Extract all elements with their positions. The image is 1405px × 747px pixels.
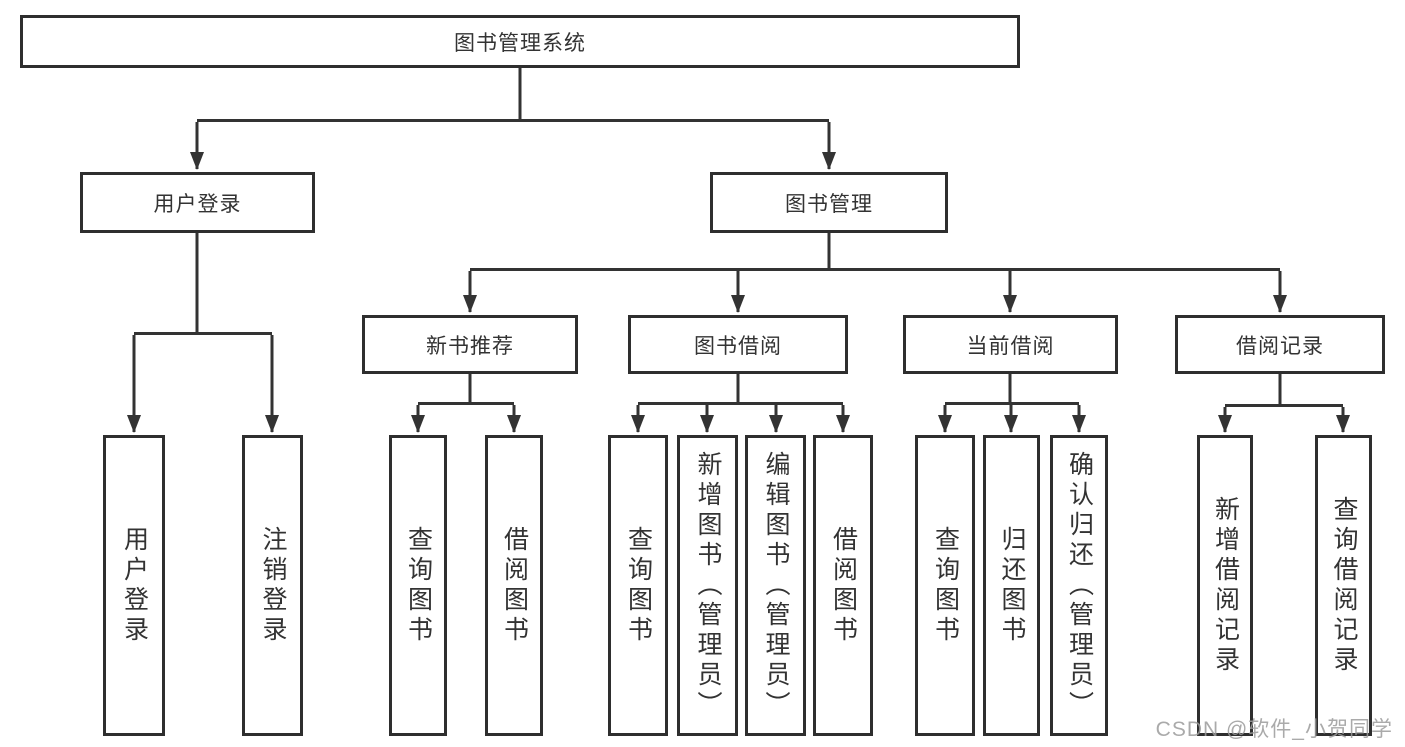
leaf-query-books-current-label: 查询图书 bbox=[931, 525, 960, 646]
leaf-add-books-admin-label: 新增图书（管理员） bbox=[694, 450, 722, 721]
node-user-login-label: 用户登录 bbox=[153, 192, 242, 216]
leaf-edit-books-admin-label: 编辑图书（管理员） bbox=[762, 450, 790, 721]
node-library-system: 图书管理系统 bbox=[20, 15, 1020, 68]
leaf-logout: 注销登录 bbox=[242, 435, 303, 736]
leaf-query-books-borrow-label: 查询图书 bbox=[624, 525, 653, 646]
node-book-borrow-label: 图书借阅 bbox=[694, 334, 782, 358]
leaf-borrow-books-label: 借阅图书 bbox=[829, 525, 858, 646]
node-user-login: 用户登录 bbox=[80, 172, 315, 233]
leaf-add-borrow-record-label: 新增借阅记录 bbox=[1211, 495, 1240, 676]
node-book-management: 图书管理 bbox=[710, 172, 948, 233]
leaf-add-borrow-record: 新增借阅记录 bbox=[1197, 435, 1253, 736]
node-book-management-label: 图书管理 bbox=[785, 192, 873, 216]
node-borrow-records-label: 借阅记录 bbox=[1236, 334, 1324, 358]
node-library-system-label: 图书管理系统 bbox=[454, 31, 586, 55]
leaf-edit-books-admin: 编辑图书（管理员） bbox=[745, 435, 806, 736]
node-current-borrow: 当前借阅 bbox=[903, 315, 1118, 374]
node-borrow-records: 借阅记录 bbox=[1175, 315, 1385, 374]
leaf-confirm-return-admin: 确认归还（管理员） bbox=[1050, 435, 1108, 736]
leaf-logout-label: 注销登录 bbox=[259, 525, 287, 646]
leaf-query-books-borrow: 查询图书 bbox=[608, 435, 668, 736]
leaf-user-login: 用户登录 bbox=[103, 435, 165, 736]
leaf-confirm-return-admin-label: 确认归还（管理员） bbox=[1065, 450, 1094, 721]
csdn-watermark: CSDN @软件_小贺同学 bbox=[1155, 718, 1393, 741]
leaf-query-books-recommend-label: 查询图书 bbox=[404, 525, 433, 646]
leaf-query-books-recommend: 查询图书 bbox=[389, 435, 447, 736]
leaf-return-books-label: 归还图书 bbox=[998, 525, 1026, 646]
leaf-add-books-admin: 新增图书（管理员） bbox=[677, 435, 738, 736]
leaf-borrow-books: 借阅图书 bbox=[813, 435, 873, 736]
leaf-query-books-current: 查询图书 bbox=[915, 435, 975, 736]
leaf-query-borrow-record: 查询借阅记录 bbox=[1315, 435, 1372, 736]
leaf-query-borrow-record-label: 查询借阅记录 bbox=[1330, 495, 1358, 676]
leaf-user-login-label: 用户登录 bbox=[120, 525, 149, 646]
node-current-borrow-label: 当前借阅 bbox=[966, 334, 1055, 358]
node-new-book-recommend-label: 新书推荐 bbox=[426, 334, 514, 358]
leaf-borrow-books-recommend-label: 借阅图书 bbox=[500, 525, 529, 646]
node-book-borrow: 图书借阅 bbox=[628, 315, 848, 374]
leaf-borrow-books-recommend: 借阅图书 bbox=[485, 435, 543, 736]
leaf-return-books: 归还图书 bbox=[983, 435, 1040, 736]
node-new-book-recommend: 新书推荐 bbox=[362, 315, 578, 374]
